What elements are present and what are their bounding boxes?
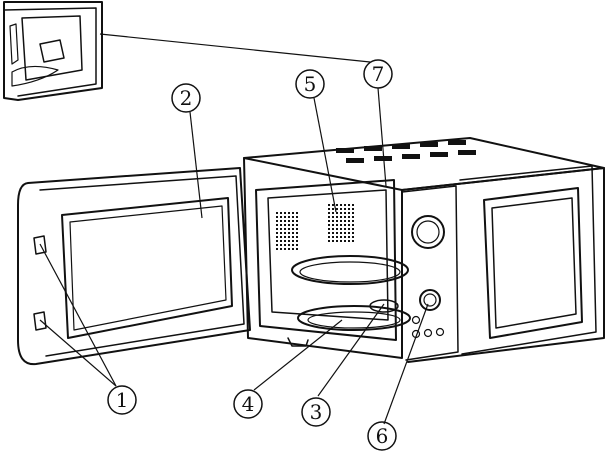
callout-6: 6 <box>367 421 397 451</box>
callout-number: 4 <box>242 392 255 416</box>
callout-number: 5 <box>304 72 317 96</box>
callout-number: 1 <box>116 388 129 412</box>
leader-lines <box>39 33 429 425</box>
callout-number: 2 <box>180 86 193 110</box>
callout-5: 5 <box>295 69 325 99</box>
callout-4: 4 <box>233 389 263 419</box>
callout-number: 7 <box>372 62 385 86</box>
inset-detail <box>3 1 103 101</box>
callout-7: 7 <box>363 59 393 89</box>
callout-2: 2 <box>171 83 201 113</box>
callout-number: 6 <box>376 424 389 448</box>
microwave-body <box>243 137 605 363</box>
callout-3: 3 <box>301 397 331 427</box>
door <box>17 167 251 366</box>
callout-1: 1 <box>107 385 137 415</box>
callout-number: 3 <box>310 400 323 424</box>
top-vents <box>336 140 476 163</box>
